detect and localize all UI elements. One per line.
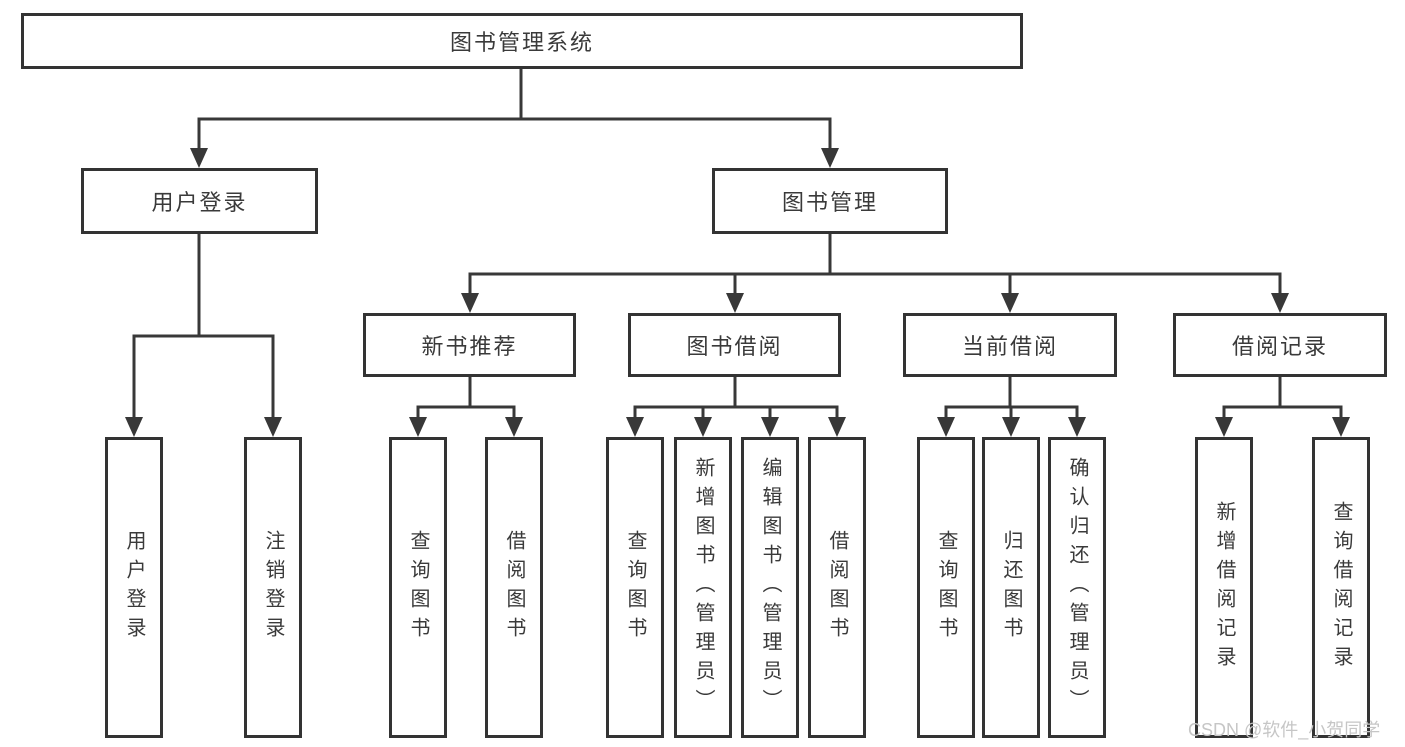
node-user-login: 用户登录 [81,168,318,234]
node-borrow-borrow-books: 借阅图书 [808,437,866,738]
node-library-system: 图书管理系统 [21,13,1023,69]
node-borrowing-records: 借阅记录 [1173,313,1387,377]
node-records-add-record: 新增借阅记录 [1195,437,1253,738]
node-borrow-add-books-admin: 新增图书（管理员） [674,437,732,738]
node-current-return-books: 归还图书 [982,437,1040,738]
node-current-search-books: 查询图书 [917,437,975,738]
node-borrow-add-books-admin-label: 新增图书（管理员） [692,457,714,718]
node-new-book-recommendation: 新书推荐 [363,313,576,377]
node-recommend-borrow-books-label: 借阅图书 [503,529,525,646]
node-recommend-search-books: 查询图书 [389,437,447,738]
node-current-confirm-return-admin: 确认归还（管理员） [1048,437,1106,738]
node-borrow-edit-books-admin: 编辑图书（管理员） [741,437,799,738]
csdn-watermark: CSDN @软件_小贺同学 [1188,720,1381,740]
node-records-search-record: 查询借阅记录 [1312,437,1370,738]
node-current-borrowing-label: 当前借阅 [961,334,1058,359]
node-user-login-action: 用户登录 [105,437,163,738]
node-borrow-edit-books-admin-label: 编辑图书（管理员） [759,457,781,718]
node-logout-action: 注销登录 [244,437,302,738]
node-borrowing-records-label: 借阅记录 [1231,334,1328,359]
node-current-borrowing: 当前借阅 [903,313,1117,377]
node-book-management-label: 图书管理 [781,190,878,215]
node-user-login-action-label: 用户登录 [123,529,145,646]
node-current-return-books-label: 归还图书 [1000,529,1022,646]
node-new-book-recommendation-label: 新书推荐 [421,334,518,359]
node-borrow-search-books-label: 查询图书 [624,529,646,646]
node-recommend-search-books-label: 查询图书 [407,529,429,646]
node-library-system-label: 图书管理系统 [449,30,594,55]
node-logout-action-label: 注销登录 [262,529,284,646]
node-borrow-borrow-books-label: 借阅图书 [826,529,848,646]
node-current-search-books-label: 查询图书 [935,529,957,646]
node-records-search-record-label: 查询借阅记录 [1330,500,1352,675]
node-recommend-borrow-books: 借阅图书 [485,437,543,738]
node-borrow-search-books: 查询图书 [606,437,664,738]
node-records-add-record-label: 新增借阅记录 [1213,500,1235,675]
node-book-management: 图书管理 [712,168,948,234]
node-current-confirm-return-admin-label: 确认归还（管理员） [1066,457,1088,718]
node-user-login-label: 用户登录 [151,190,248,215]
node-book-borrowing-label: 图书借阅 [686,334,783,359]
node-book-borrowing: 图书借阅 [628,313,841,377]
